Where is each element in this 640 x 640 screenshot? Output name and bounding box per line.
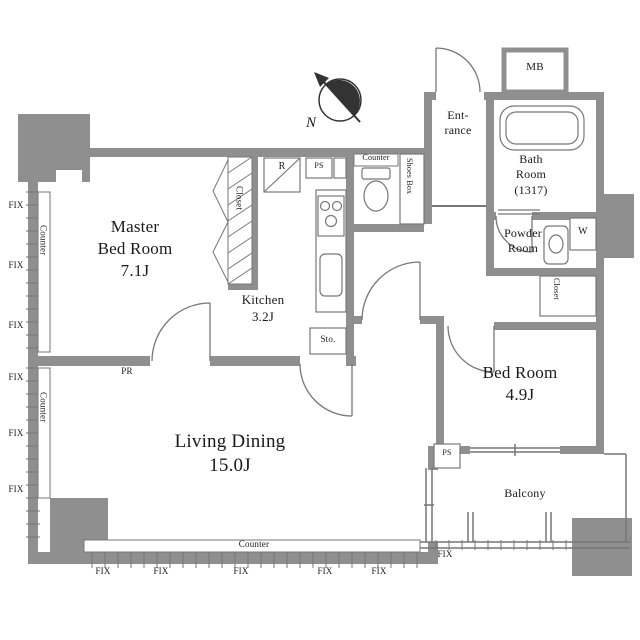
fix-label-left-6: FIX (8, 484, 24, 494)
bathtub-icon (499, 105, 585, 151)
counter-label-top: Counter (362, 153, 390, 162)
bedroom-door-arc (447, 325, 495, 373)
ps-box-bottom (433, 443, 461, 469)
closet-box-right (539, 275, 597, 317)
sink-icon (319, 253, 343, 297)
stove-icon (317, 195, 345, 237)
door-arcs (151, 47, 533, 417)
counter-label-left-lower: Counter (38, 392, 49, 423)
mb-label: MB (526, 61, 544, 73)
window-ticks (26, 191, 567, 568)
closet-hatch (227, 156, 253, 285)
fix-label-left-5: FIX (8, 428, 24, 438)
shaft-box (333, 157, 347, 179)
window-ticks-left-upper (26, 191, 40, 349)
counter-label-left-upper: Counter (38, 225, 49, 256)
counter-left-upper-surface (37, 191, 51, 353)
refrigerator-label: R (278, 161, 286, 172)
shoes-box-label: Shoes Box (405, 158, 415, 195)
closet-label-right: Closet (552, 278, 562, 300)
fixtures-layer (263, 47, 597, 469)
label-kitchen: Kitchen 3.2J (241, 292, 285, 324)
bedroom-window (470, 444, 560, 456)
toilet-icon (361, 167, 391, 212)
counter-bottom-surface (83, 539, 421, 553)
north-arrow-head (314, 72, 329, 87)
counter-left-lower-surface (37, 367, 51, 499)
fix-label-balcony: FIX (437, 549, 453, 559)
hall-living-door-arc (361, 261, 421, 321)
label-bathroom: Bath Room (1317) (514, 152, 548, 197)
basin-icon (543, 225, 569, 265)
ps-label-top: PS (314, 161, 324, 170)
counter-label-bottom: Counter (238, 539, 270, 549)
closet-master (212, 156, 253, 285)
window-ticks-bottom (91, 550, 418, 568)
window-ticks-left-lower (26, 367, 40, 538)
fix-label-bottom-3: FIX (233, 566, 249, 576)
label-entrance: Ent- rance (444, 108, 472, 138)
balcony-rails (420, 444, 630, 549)
label-balcony: Balcony (504, 486, 546, 500)
kitchen-door-arc (299, 363, 353, 417)
compass-icon (314, 72, 362, 123)
master-door-arc (151, 302, 211, 362)
fix-label-bottom-1: FIX (95, 566, 111, 576)
living-balcony-window (424, 468, 434, 542)
counter-top-surface (353, 153, 399, 167)
fix-label-left-1: FIX (8, 200, 24, 210)
balcony-partition-ticks (467, 512, 552, 542)
label-master-bedroom: Master Bed Room 7.1J (97, 217, 173, 280)
window-ticks-balcony (435, 540, 567, 550)
pr-label: PR (121, 366, 133, 376)
north-label: N (306, 115, 317, 131)
label-living-dining: Living Dining 15.0J (174, 431, 286, 477)
fix-label-bottom-5: FIX (371, 566, 387, 576)
washer-label: W (578, 226, 588, 237)
mb-box (501, 47, 569, 95)
closet-label-master: Closet (234, 186, 245, 211)
label-powder-room: Powder Room (504, 226, 542, 256)
walls-layer (18, 92, 634, 576)
label-bedroom: Bed Room 4.9J (482, 363, 558, 404)
front-door-arc (435, 47, 481, 93)
fix-label-left-2: FIX (8, 260, 24, 270)
powder-door-arc (495, 215, 533, 253)
fix-label-bottom-4: FIX (317, 566, 333, 576)
ps-label-bottom: PS (442, 448, 452, 457)
washer-box (569, 217, 597, 251)
storage-label: Sto. (320, 334, 336, 344)
bath-sliding-door (498, 209, 540, 215)
bifold-door-icon (212, 159, 229, 283)
counter-surfaces (37, 153, 421, 553)
fix-label-left-4: FIX (8, 372, 24, 382)
fix-label-bottom-2: FIX (153, 566, 169, 576)
ps-box-top (305, 157, 333, 179)
fix-label-left-3: FIX (8, 320, 24, 330)
shoes-box (399, 153, 425, 225)
storage-box (309, 327, 347, 355)
refrigerator-box (263, 157, 301, 193)
